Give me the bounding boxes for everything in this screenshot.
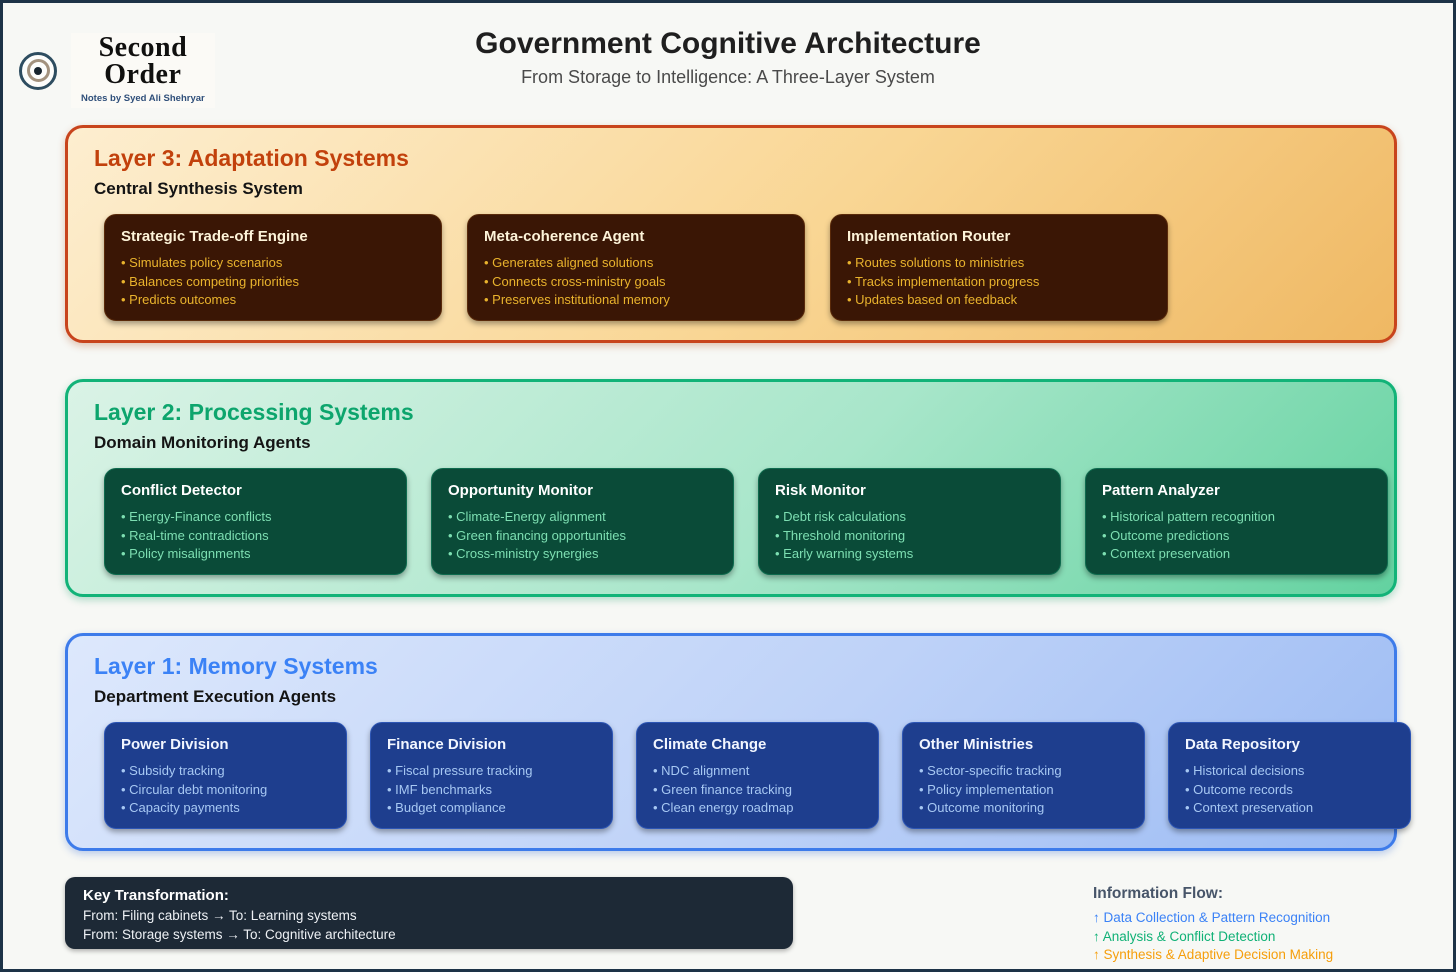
- card-other-ministries: Other Ministries Sector-specific trackin…: [902, 722, 1145, 829]
- bullet-item: Budget compliance: [387, 799, 596, 818]
- layer-3-subtitle: Central Synthesis System: [94, 179, 303, 198]
- layer-1-memory-panel: Layer 1: Memory Systems Department Execu…: [65, 633, 1411, 851]
- card-title: Implementation Router: [847, 228, 1011, 245]
- up-arrow-icon: ↑: [1093, 910, 1100, 925]
- card-implementation-router: Implementation Router Routes solutions t…: [830, 214, 1168, 321]
- bullet-item: Outcome predictions: [1102, 527, 1371, 546]
- brand-name-line1: Second: [98, 32, 188, 63]
- key-transformation-line: From: Storage systems → To: Cognitive ar…: [83, 926, 396, 942]
- bullet-item: Sector-specific tracking: [919, 762, 1128, 781]
- bullet-item: Context preservation: [1102, 545, 1371, 564]
- card-title: Other Ministries: [919, 736, 1034, 753]
- bullet-item: Green financing opportunities: [448, 527, 717, 546]
- card-title: Data Repository: [1185, 736, 1301, 753]
- key-transformation-line: From: Filing cabinets → To: Learning sys…: [83, 908, 357, 923]
- card-title: Strategic Trade-off Engine: [121, 228, 308, 245]
- bullet-item: Clean energy roadmap: [653, 799, 862, 818]
- page-subtitle: From Storage to Intelligence: A Three-La…: [521, 67, 935, 87]
- brand-tagline: Notes by Syed Ali Shehryar: [81, 93, 205, 105]
- card-title: Climate Change: [653, 736, 767, 753]
- card-title: Risk Monitor: [775, 482, 866, 499]
- bullet-item: Connects cross-ministry goals: [484, 273, 788, 292]
- bullet-item: Energy-Finance conflicts: [121, 508, 390, 527]
- key-transformation-title: Key Transformation:: [83, 887, 229, 904]
- layer-1-cards: Power Division Subsidy tracking Circular…: [104, 722, 1411, 829]
- up-arrow-icon: ↑: [1093, 947, 1100, 962]
- bullet-item: Preserves institutional memory: [484, 291, 788, 310]
- bullet-item: Capacity payments: [121, 799, 330, 818]
- flow-item-data-collection: ↑ Data Collection & Pattern Recognition: [1093, 909, 1333, 928]
- card-climate-change: Climate Change NDC alignment Green finan…: [636, 722, 879, 829]
- layer-2-title: Layer 2: Processing Systems: [94, 399, 414, 425]
- card-pattern-analyzer: Pattern Analyzer Historical pattern reco…: [1085, 468, 1388, 575]
- information-flow-title: Information Flow:: [1093, 885, 1224, 902]
- card-strategic-trade-off-engine: Strategic Trade-off Engine Simulates pol…: [104, 214, 442, 321]
- card-title: Pattern Analyzer: [1102, 482, 1220, 499]
- flow-item-label: Data Collection & Pattern Recognition: [1103, 910, 1331, 925]
- bullet-item: Tracks implementation progress: [847, 273, 1151, 292]
- concentric-circles-icon-dot: [34, 66, 42, 75]
- flow-item-label: Synthesis & Adaptive Decision Making: [1103, 947, 1334, 962]
- layer-1-title: Layer 1: Memory Systems: [94, 653, 378, 679]
- bullet-item: Debt risk calculations: [775, 508, 1044, 527]
- bullet-item: Predicts outcomes: [121, 291, 425, 310]
- bullet-item: Updates based on feedback: [847, 291, 1151, 310]
- card-title: Meta-coherence Agent: [484, 228, 645, 245]
- layer-2-cards: Conflict Detector Energy-Finance conflic…: [104, 468, 1388, 575]
- concentric-circles-icon: [19, 51, 57, 90]
- layer-1-subtitle: Department Execution Agents: [94, 687, 337, 706]
- card-title: Conflict Detector: [121, 482, 242, 499]
- flow-item-label: Analysis & Conflict Detection: [1102, 928, 1276, 944]
- bullet-item: Historical decisions: [1185, 762, 1394, 781]
- bullet-item: Real-time contradictions: [121, 527, 390, 546]
- bullet-item: Policy implementation: [919, 781, 1128, 800]
- bullet-item: Climate-Energy alignment: [448, 508, 717, 527]
- up-arrow-icon: ↑: [1093, 928, 1100, 944]
- bullet-item: Routes solutions to ministries: [847, 254, 1151, 273]
- card-finance-division: Finance Division Fiscal pressure trackin…: [370, 722, 613, 829]
- bullet-item: Fiscal pressure tracking: [387, 762, 596, 781]
- bullet-item: Simulates policy scenarios: [121, 254, 425, 273]
- card-risk-monitor: Risk Monitor Debt risk calculations Thre…: [758, 468, 1061, 575]
- card-data-repository: Data Repository Historical decisions Out…: [1168, 722, 1411, 829]
- bullet-item: Outcome monitoring: [919, 799, 1128, 818]
- layer-3-title: Layer 3: Adaptation Systems: [94, 145, 409, 171]
- bullet-item: Historical pattern recognition: [1102, 508, 1371, 527]
- bullet-item: NDC alignment: [653, 762, 862, 781]
- bullet-item: Early warning systems: [775, 545, 1044, 564]
- key-transformation-box: Key Transformation: From: Filing cabinet…: [65, 877, 793, 949]
- flow-item-analysis: ↑ Analysis & Conflict Detection: [1093, 928, 1333, 947]
- page-title: Government Cognitive Architecture: [475, 27, 981, 60]
- bullet-item: IMF benchmarks: [387, 781, 596, 800]
- bullet-item: Cross-ministry synergies: [448, 545, 717, 564]
- card-meta-coherence-agent: Meta-coherence Agent Generates aligned s…: [467, 214, 805, 321]
- flow-item-synthesis: ↑ Synthesis & Adaptive Decision Making: [1093, 946, 1333, 965]
- layer-2-subtitle: Domain Monitoring Agents: [94, 433, 311, 452]
- bullet-item: Threshold monitoring: [775, 527, 1044, 546]
- bullet-item: Generates aligned solutions: [484, 254, 788, 273]
- bullet-item: Circular debt monitoring: [121, 781, 330, 800]
- brand-logo: Second Order Notes by Syed Ali Shehryar: [19, 32, 215, 109]
- brand-text: Second Order Notes by Syed Ali Shehryar: [71, 32, 215, 109]
- layer-3-cards: Strategic Trade-off Engine Simulates pol…: [104, 214, 1168, 321]
- card-conflict-detector: Conflict Detector Energy-Finance conflic…: [104, 468, 407, 575]
- bullet-item: Policy misalignments: [121, 545, 390, 564]
- bullet-item: Green finance tracking: [653, 781, 862, 800]
- card-title: Opportunity Monitor: [448, 482, 593, 499]
- card-power-division: Power Division Subsidy tracking Circular…: [104, 722, 347, 829]
- layer-2-processing-panel: Layer 2: Processing Systems Domain Monit…: [65, 379, 1397, 597]
- bullet-item: Outcome records: [1185, 781, 1394, 800]
- concentric-circles-icon-mid: [26, 59, 50, 83]
- bullet-item: Subsidy tracking: [121, 762, 330, 781]
- card-title: Power Division: [121, 736, 229, 753]
- brand-name-line2: Order: [104, 58, 182, 90]
- bullet-item: Balances competing priorities: [121, 273, 425, 292]
- bullet-item: Context preservation: [1185, 799, 1394, 818]
- card-title: Finance Division: [387, 736, 507, 753]
- card-opportunity-monitor: Opportunity Monitor Climate-Energy align…: [431, 468, 734, 575]
- layer-3-adaptation-panel: Layer 3: Adaptation Systems Central Synt…: [65, 125, 1397, 343]
- information-flow-legend: Information Flow: ↑ Data Collection & Pa…: [1093, 885, 1333, 965]
